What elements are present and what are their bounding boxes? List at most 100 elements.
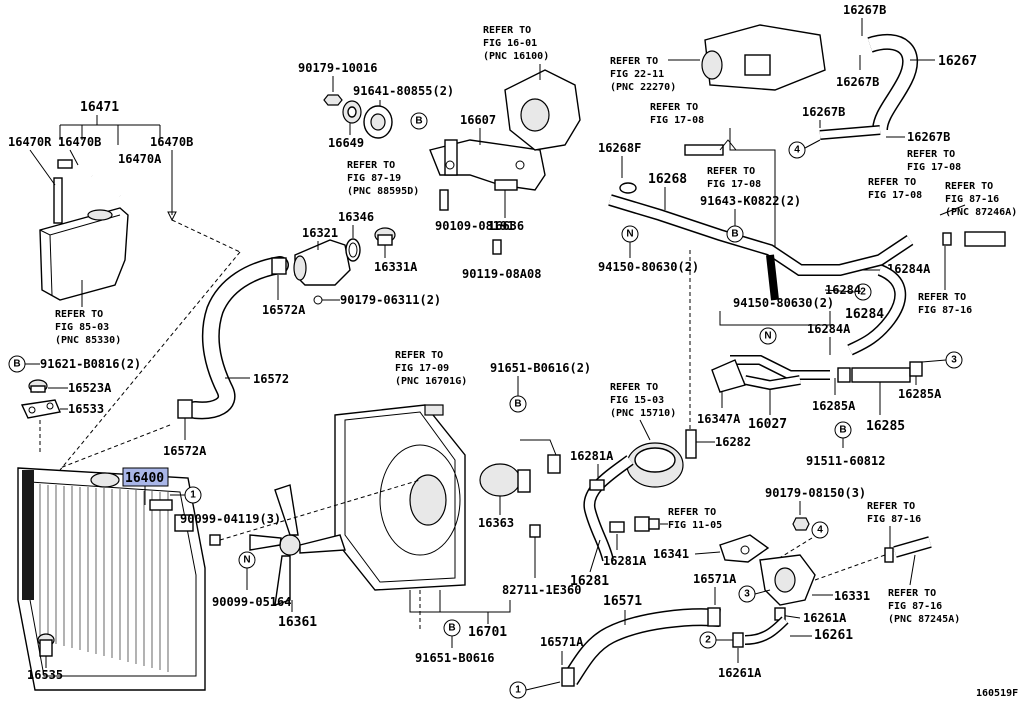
label-16267[interactable]: 16267 [938,54,977,69]
ref-r3-line1: REFER TO [650,102,698,113]
label-16281A-a[interactable]: 16281A [570,449,614,463]
label-16571A-a[interactable]: 16571A [693,572,737,586]
label-16267B-b[interactable]: 16267B [836,75,879,89]
label-90119-08A08[interactable]: 90119-08A08 [462,267,541,281]
label-16261A-b[interactable]: 16261A [718,666,762,680]
cap-16523A [28,379,48,393]
label-16341[interactable]: 16341 [653,547,689,561]
label-16571A-b[interactable]: 16571A [540,635,584,649]
label-16400[interactable]: 16400 [125,471,164,486]
label-16649[interactable]: 16649 [328,136,364,150]
label-90179-08150[interactable]: 90179-08150(3) [765,486,866,500]
label-82711-1E360[interactable]: 82711-1E360 [502,583,581,597]
label-16331A[interactable]: 16331A [374,260,418,274]
label-16285[interactable]: 16285 [866,419,905,434]
reservoir-tank-16470A[interactable] [39,177,129,301]
label-90179-06311[interactable]: 90179-06311(2) [340,293,441,307]
label-16284A-b[interactable]: 16284A [807,322,851,336]
water-pipe-16027[interactable] [711,355,830,393]
label-16267B-d[interactable]: 16267B [907,130,950,144]
label-90179-10016[interactable]: 90179-10016 [298,61,377,75]
bracket-16607[interactable] [429,139,546,191]
label-16523A[interactable]: 16523A [68,381,112,395]
marker-2-text-2: 2 [705,635,711,646]
label-16471[interactable]: 16471 [80,100,119,115]
label-16572[interactable]: 16572 [253,372,289,386]
label-16701[interactable]: 16701 [468,625,507,640]
label-16281A-b[interactable]: 16281A [603,554,647,568]
marker-3-text-2: 3 [744,589,750,600]
label-16284-b[interactable]: 16284 [845,307,884,322]
label-91511-60812[interactable]: 91511-60812 [806,454,885,468]
label-16267B-a[interactable]: 16267B [843,3,886,17]
label-16346[interactable]: 16346 [338,210,374,224]
label-16268F[interactable]: 16268F [598,141,641,155]
marker-2-text: 2 [860,287,866,298]
label-16470A[interactable]: 16470A [118,152,162,166]
label-91621-B0816[interactable]: 91621-B0816(2) [40,357,141,371]
marker-B-pulley [410,112,428,130]
label-16285A-b[interactable]: 16285A [898,387,942,401]
label-16261[interactable]: 16261 [814,628,853,643]
label-90109-08191[interactable]: 90109-08191 [435,219,514,233]
label-16331[interactable]: 16331 [834,589,870,603]
label-16284A-a[interactable]: 16284A [887,262,931,276]
label-16470B-b[interactable]: 16470B [150,135,193,149]
label-16361[interactable]: 16361 [278,615,317,630]
label-91651-B0616-b[interactable]: 91651-B0616 [415,651,494,665]
marker-B-text-5: B [731,229,738,240]
label-16572A-lower[interactable]: 16572A [163,444,207,458]
label-94150-80630-a[interactable]: 94150-80630(2) [598,260,699,274]
label-16363[interactable]: 16363 [478,516,514,530]
water-outlet-16321[interactable] [293,239,351,286]
label-16282[interactable]: 16282 [715,435,751,449]
label-91641-80855[interactable]: 91641-80855(2) [353,84,454,98]
label-94150-80630-b[interactable]: 94150-80630(2) [733,296,834,310]
diagram-id: 160519F [976,688,1018,699]
label-16281[interactable]: 16281 [570,574,609,589]
label-16535[interactable]: 16535 [27,668,63,682]
ref-r2-line2: FIG 22-11 [610,69,664,80]
bypass-pipe-16268[interactable] [608,194,914,301]
fan-motor-16363[interactable] [479,439,561,497]
ref-r7-line2: FIG 87-16 [945,194,999,205]
label-16607[interactable]: 16607 [460,113,496,127]
hose-16284[interactable] [847,264,907,356]
water-inlet-16331[interactable] [759,554,816,606]
label-90099-05164[interactable]: 90099-05164 [212,595,291,609]
radiator-16400[interactable] [17,467,206,691]
marker-N-text-2: N [626,229,633,240]
hose-16285[interactable] [837,361,923,383]
label-91651-B0616-a[interactable]: 91651-B0616(2) [490,361,591,375]
label-16636[interactable]: 16636 [488,219,524,233]
label-16470B-a[interactable]: 16470B [58,135,101,149]
ref-r9-line1: REFER TO [347,160,395,171]
hose-16281[interactable] [583,455,634,562]
label-16268[interactable]: 16268 [648,172,687,187]
marker-4-text: 4 [794,145,800,156]
upper-hose-16572[interactable] [186,256,289,420]
hose-16261[interactable] [744,616,789,645]
ref-r12-line2: FIG 15-03 [610,395,664,406]
hose-16267[interactable] [819,33,918,140]
label-16572A-upper[interactable]: 16572A [262,303,306,317]
marker-B-text: B [13,359,20,370]
label-90099-04119[interactable]: 90099-04119(3) [180,512,281,526]
label-16533[interactable]: 16533 [68,402,104,416]
label-91643-K0822[interactable]: 91643-K0822(2) [700,194,801,208]
label-16571[interactable]: 16571 [603,594,642,609]
marker-B-text-6: B [839,425,846,436]
label-16284-a[interactable]: 16284 [825,283,861,297]
label-16027[interactable]: 16027 [748,417,787,432]
label-16267B-c[interactable]: 16267B [802,105,845,119]
label-16285A-a[interactable]: 16285A [812,399,856,413]
label-16347A[interactable]: 16347A [697,412,741,426]
ref-r8-line2: FIG 87-16 [918,305,972,316]
label-16321[interactable]: 16321 [302,226,338,240]
label-16261A-a[interactable]: 16261A [803,611,847,625]
label-16470R[interactable]: 16470R [8,135,52,149]
fan-shroud-16711[interactable] [334,404,466,591]
lower-hose-16571[interactable] [562,608,721,685]
fan-16361[interactable] [249,484,346,607]
